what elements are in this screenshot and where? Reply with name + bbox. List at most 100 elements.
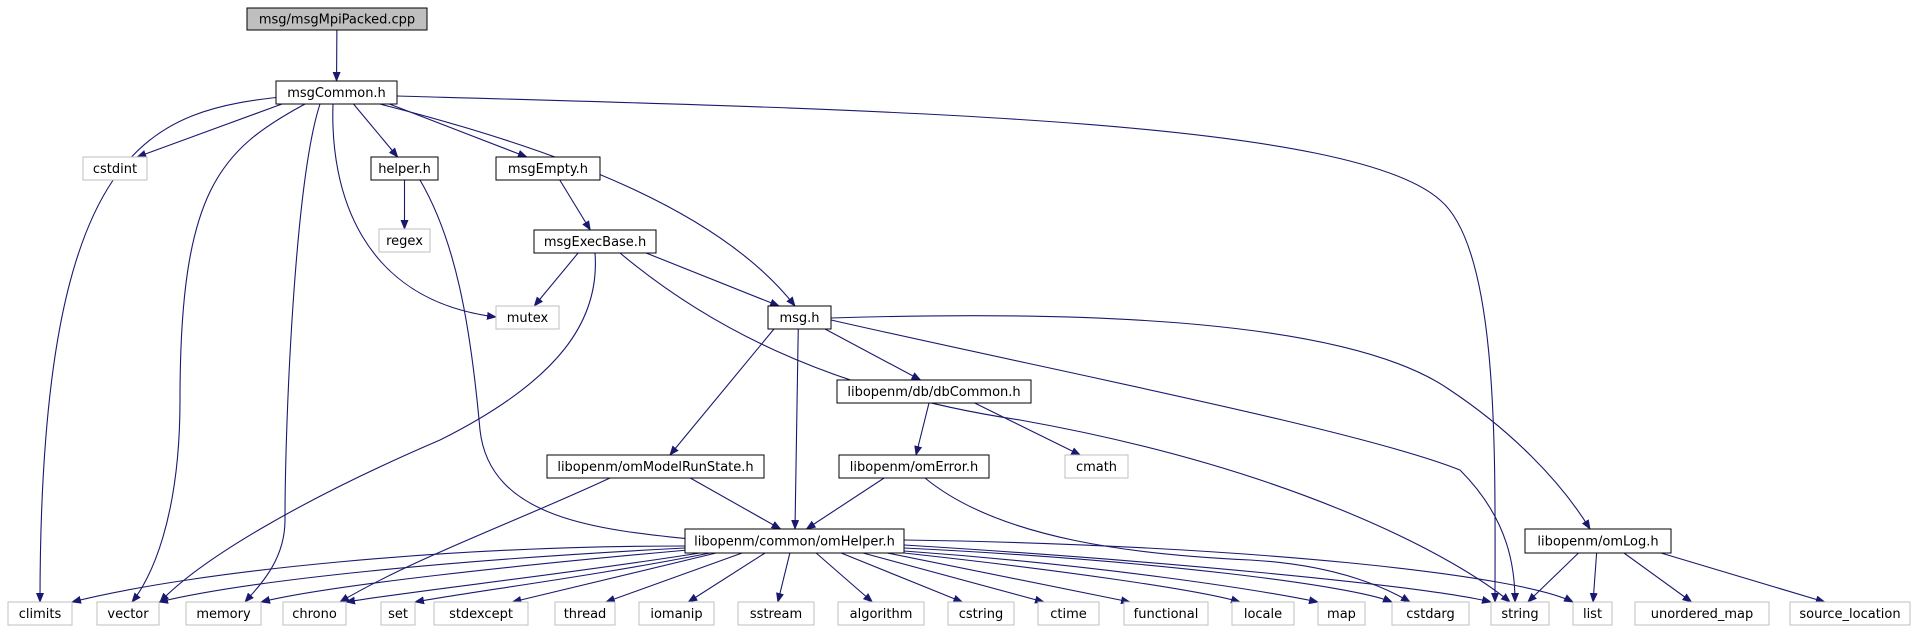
node-label: chrono [292, 607, 337, 622]
node-msgMpiPacked[interactable]: msg/msgMpiPacked.cpp [246, 7, 428, 31]
node-label: libopenm/common/omHelper.h [694, 535, 895, 550]
node-box [380, 601, 416, 626]
node-box [1391, 601, 1470, 626]
nodes-layer: msg/msgMpiPacked.cpp msgCommon.h cstdint he… [7, 7, 1911, 626]
edge-msgCommon-to-msg [379, 103, 796, 307]
node-label: source_location [1799, 607, 1900, 622]
node-label: string [1501, 607, 1538, 622]
node-algorithm: algorithm [837, 601, 925, 626]
node-box [838, 454, 990, 479]
edge-omError-to-cstdarg [924, 477, 1411, 603]
node-climits: climits [7, 601, 73, 626]
edge-omHelper-to-cstring [840, 552, 964, 603]
edge-msgCommon-to-climits [36, 95, 291, 603]
edge-omHelper-to-climits [71, 545, 686, 604]
node-box [546, 454, 765, 479]
edge-msg-to-omHelper [791, 328, 800, 530]
node-label: libopenm/db/dbCommon.h [847, 385, 1020, 400]
edge-omLog-to-source_location [1660, 552, 1826, 604]
node-dbCommon[interactable]: libopenm/db/dbCommon.h [836, 379, 1032, 404]
node-list: list [1572, 601, 1613, 626]
node-iomanip: iomanip [638, 601, 715, 626]
node-omError[interactable]: libopenm/omError.h [838, 454, 990, 479]
node-box [7, 601, 73, 626]
node-box [837, 601, 925, 626]
node-label: algorithm [850, 607, 913, 622]
edge-msgCommon-to-mutex [332, 103, 497, 320]
node-functional: functional [1123, 601, 1209, 626]
node-box [1317, 601, 1366, 626]
node-memory: memory [185, 601, 262, 626]
node-box [185, 601, 262, 626]
node-box [947, 601, 1015, 626]
edge-msgEmpty-to-msgExecBase [559, 179, 591, 231]
node-label: iomanip [650, 607, 702, 622]
node-cstdarg: cstdarg [1391, 601, 1470, 626]
edge-msg-to-string [830, 319, 1519, 603]
edge-msgExecBase-to-string [619, 252, 1511, 603]
node-label: unordered_map [1651, 607, 1754, 622]
edge-omHelper-to-algorithm [815, 552, 874, 603]
node-label: sstream [750, 607, 802, 622]
node-msgCommon[interactable]: msgCommon.h [275, 80, 398, 105]
edge-omHelper-to-set [414, 552, 711, 605]
edge-omHelper-to-string [903, 544, 1492, 604]
node-box [275, 80, 398, 105]
node-stdexcept: stdexcept [433, 601, 529, 626]
node-cmath: cmath [1064, 454, 1129, 479]
node-vector: vector [96, 601, 160, 626]
node-label: regex [386, 234, 423, 249]
edge-omHelper-to-functional [887, 552, 1131, 605]
edge-msgCommon-to-cstdint [136, 103, 283, 158]
edge-omHelper-to-locale [903, 552, 1241, 604]
node-helper[interactable]: helper.h [370, 156, 439, 181]
edge-omLog-to-string [1527, 552, 1579, 603]
edge-omHelper-to-iomanip [687, 552, 766, 603]
node-label: set [388, 607, 408, 622]
node-box [1490, 601, 1550, 626]
node-map: map [1317, 601, 1366, 626]
node-label: mutex [507, 311, 549, 326]
node-source_location: source_location [1789, 601, 1911, 626]
node-label: stdexcept [449, 607, 513, 622]
edge-omHelper-to-map [903, 550, 1319, 605]
edge-msg-to-omLog [830, 315, 1591, 530]
node-box [370, 156, 439, 181]
node-msg[interactable]: msg.h [767, 305, 832, 330]
edge-msgCommon-to-helper [353, 103, 399, 158]
node-msgEmpty[interactable]: msgEmpty.h [495, 156, 601, 181]
node-label: memory [196, 607, 251, 622]
node-box [378, 228, 431, 253]
node-box [554, 601, 616, 626]
edge-omModelRunState-to-chrono [339, 477, 611, 603]
edge-omHelper-to-ctime [862, 552, 1045, 604]
edge-msg-to-omModelRunState [669, 328, 775, 456]
node-omLog[interactable]: libopenm/omLog.h [1524, 528, 1672, 554]
node-msgExecBase[interactable]: msgExecBase.h [533, 229, 657, 254]
node-label: thread [564, 607, 607, 622]
node-label: libopenm/omModelRunState.h [557, 460, 753, 475]
node-label: libopenm/omLog.h [1537, 535, 1658, 550]
node-locale: locale [1231, 601, 1295, 626]
node-omHelper[interactable]: libopenm/common/omHelper.h [684, 528, 905, 554]
edge-helper-to-omHelper [419, 179, 701, 544]
node-label: msg.h [779, 311, 819, 326]
edge-msgCommon-to-string [396, 95, 1500, 603]
edge-omHelper-to-chrono [345, 552, 701, 605]
edge-omLog-to-list [1589, 552, 1598, 603]
node-box [433, 601, 529, 626]
node-cstdint: cstdint [82, 156, 148, 181]
node-regex: regex [378, 228, 431, 253]
node-label: ctime [1050, 607, 1087, 622]
node-cstring: cstring [947, 601, 1015, 626]
node-box [1064, 454, 1129, 479]
node-box [246, 7, 428, 31]
node-label: climits [19, 607, 62, 622]
node-omModelRunState[interactable]: libopenm/omModelRunState.h [546, 454, 765, 479]
node-thread: thread [554, 601, 616, 626]
node-box [1634, 601, 1770, 626]
node-box [495, 156, 601, 181]
edge-msgExecBase-to-mutex [533, 252, 579, 307]
edge-omHelper-to-list [903, 539, 1574, 603]
node-label: cstdarg [1406, 607, 1455, 622]
